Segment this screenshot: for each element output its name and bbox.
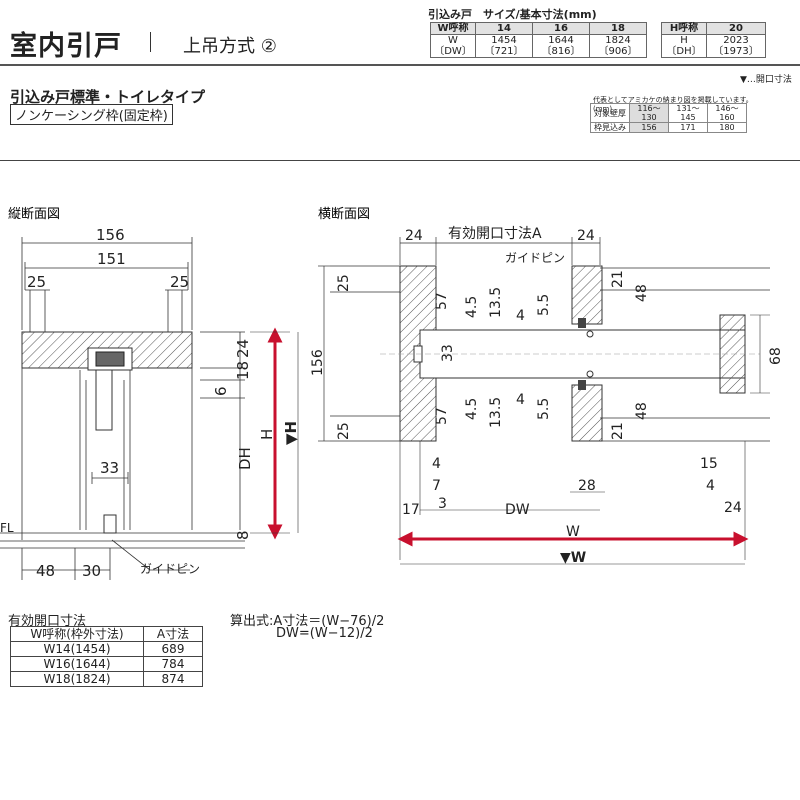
effective-opening-title: 有効開口寸法 (8, 614, 87, 629)
dim-label: 4 (432, 456, 441, 472)
dim-label: 21 (610, 270, 626, 288)
dim-label: 5.5 (536, 294, 552, 316)
table-row: W16(1644) 784 (10, 656, 203, 672)
w-row-label: W〔DW〕 (430, 34, 476, 58)
page-subtitle: 上吊方式 ② (183, 36, 277, 57)
h-value: 2023〔1973〕 (706, 34, 766, 58)
table-cell: W18(1824) (10, 671, 144, 687)
table-header: W呼称(枠外寸法) (10, 626, 144, 642)
horizontal-section-title: 横断面図 (318, 207, 370, 222)
dim-label: 57 (434, 292, 450, 310)
dh-label: DH (236, 447, 254, 470)
dim-label: 30 (82, 562, 101, 580)
w-value: 1824〔906〕 (589, 34, 647, 58)
dim-label: 4 (516, 308, 525, 324)
dim-label: 13.5 (488, 397, 504, 428)
dim-label: 17 (402, 502, 420, 518)
dim-label: 25 (27, 273, 46, 291)
table-cell: 784 (143, 656, 203, 672)
title-divider (150, 32, 151, 52)
dim-label: 48 (36, 562, 55, 580)
dim-label: 24 (234, 339, 252, 358)
section-subtitle: ノンケーシング枠(固定枠) (10, 104, 173, 125)
opening-w-label: ▼W (560, 550, 586, 566)
dim-label: 28 (578, 478, 596, 494)
dim-label: 33 (440, 344, 456, 362)
w-header: W呼称 (430, 22, 476, 35)
dim-label: 13.5 (488, 287, 504, 318)
dim-label: 3 (438, 496, 447, 512)
h-col: 20 (706, 22, 766, 35)
wall-cell: 116～130 (629, 103, 669, 123)
formula-dw: DW=(W−12)/2 (276, 626, 373, 641)
table-cell: W14(1454) (10, 641, 144, 657)
dim-label: 21 (610, 422, 626, 440)
opening-note: ▼…開口寸法 (740, 75, 792, 85)
section-rule (0, 160, 800, 161)
dim-label: 5.5 (536, 398, 552, 420)
table-row: W18(1824) 874 (10, 671, 203, 687)
dim-label: 25 (336, 422, 352, 440)
guide-pin-label: ガイドピン (140, 562, 200, 576)
dim-label: 15 (700, 456, 718, 472)
effective-opening-table: W呼称(枠外寸法) A寸法 W14(1454) 689 W16(1644) 78… (10, 626, 203, 687)
h-row-label: H〔DH〕 (661, 34, 707, 58)
section-title: 引込み戸標準・トイレタイプ (10, 88, 206, 106)
wall-cell: 180 (707, 122, 747, 133)
dim-label: 156 (96, 226, 125, 244)
vertical-section-title: 縦断面図 (8, 207, 60, 222)
dim-label: 57 (434, 407, 450, 425)
w-col: 16 (532, 22, 590, 35)
dim-label: 68 (768, 347, 784, 365)
fl-label: FL (0, 521, 14, 535)
h-label: H (258, 429, 276, 440)
dim-label: 48 (634, 284, 650, 302)
guide-pin-label: ガイドピン (505, 251, 565, 265)
dim-label: 25 (336, 274, 352, 292)
table-cell: 874 (143, 671, 203, 687)
dim-label: 25 (170, 273, 189, 291)
dim-label: 6 (212, 386, 230, 396)
opening-h-label: ▼H (282, 421, 300, 445)
dim-label: 48 (634, 402, 650, 420)
table-row: W14(1454) 689 (10, 641, 203, 657)
table-header: A寸法 (143, 626, 203, 642)
dim-label: 8 (234, 530, 252, 540)
size-table: W呼称 14 16 18 H呼称 20 W〔DW〕 1454〔721〕 1644… (430, 22, 766, 58)
table-cell: 689 (143, 641, 203, 657)
dim-label: 151 (97, 250, 126, 268)
wall-table: 対象壁厚 116～130 131～145 146～160 枠見込み 156 17… (590, 103, 747, 133)
dim-label: 4.5 (464, 296, 480, 318)
dim-label: 18 (234, 361, 252, 380)
w-value: 1454〔721〕 (475, 34, 533, 58)
dim-label: 7 (432, 478, 441, 494)
dim-label: 24 (405, 228, 423, 244)
dim-label: 24 (577, 228, 595, 244)
dim-label: 156 (310, 349, 326, 376)
dim-label: 4.5 (464, 398, 480, 420)
page-title: 室内引戸 (10, 31, 122, 62)
w-col: 14 (475, 22, 533, 35)
dim-label: 33 (100, 459, 119, 477)
effective-opening-label: 有効開口寸法A (448, 226, 542, 242)
table-cell: W16(1644) (10, 656, 144, 672)
dim-label: 4 (516, 392, 525, 408)
dim-label: 24 (724, 500, 742, 516)
dim-label: 4 (706, 478, 715, 494)
size-table-title: 引込み戸 サイズ/基本寸法(mm) (428, 8, 597, 21)
dw-label: DW (505, 502, 530, 518)
formula-a: 算出式:A寸法＝(W−76)/2 (230, 614, 385, 629)
header-rule (0, 64, 800, 66)
w-label: W (566, 524, 580, 540)
